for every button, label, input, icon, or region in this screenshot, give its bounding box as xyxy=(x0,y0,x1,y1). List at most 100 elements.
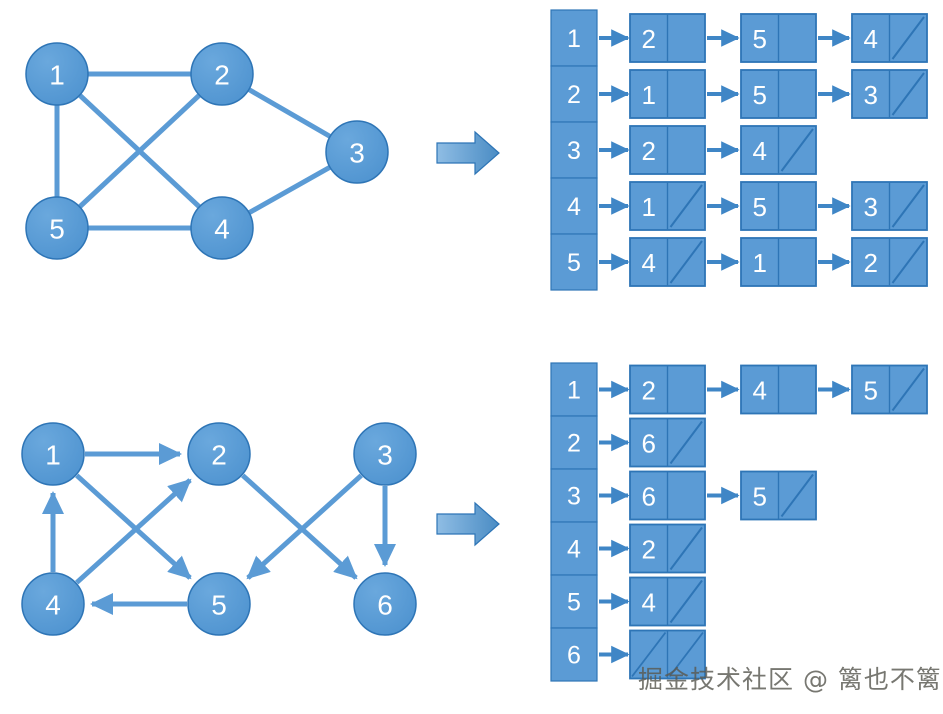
graph-node-6: 6 xyxy=(353,572,417,636)
null-slash-icon xyxy=(891,184,925,228)
list-node-value: 2 xyxy=(864,248,878,278)
conversion-arrow xyxy=(436,501,500,547)
node-label: 1 xyxy=(49,60,65,91)
list-node-1-1: 2 xyxy=(629,13,706,63)
index-cell-label: 5 xyxy=(567,589,581,617)
index-cell-box xyxy=(550,233,598,291)
list-node-value: 4 xyxy=(753,376,767,406)
index-cell-box xyxy=(550,627,598,682)
null-slash-icon xyxy=(891,240,925,284)
list-node-value: 2 xyxy=(642,24,656,54)
node-circle xyxy=(190,42,254,106)
node-circle xyxy=(187,572,251,636)
index-cell-box xyxy=(550,9,598,67)
list-node-6-1 xyxy=(629,629,706,680)
index-cell-5: 5 xyxy=(550,574,598,629)
node-label: 3 xyxy=(349,138,365,169)
null-slash-icon xyxy=(668,631,704,678)
conversion-arrows-layer xyxy=(436,130,500,547)
graph-node-2: 2 xyxy=(190,42,254,106)
graph-nodes-layer: 1 2 3 4 5 1 2 3 4 5 6 xyxy=(21,42,417,636)
list-node-value: 5 xyxy=(753,80,767,110)
list-node-value: 1 xyxy=(753,248,767,278)
list-node-value: 5 xyxy=(753,24,767,54)
graph-node-2: 2 xyxy=(187,422,251,486)
graph-edge-2-6 xyxy=(241,473,358,580)
graph-node-5: 5 xyxy=(187,572,251,636)
list-node-3-1: 6 xyxy=(629,470,706,521)
node-label: 5 xyxy=(49,214,65,245)
graph-node-1: 1 xyxy=(25,42,89,106)
graph-edge-2-3 xyxy=(248,87,331,139)
node-circle xyxy=(353,572,417,636)
list-node-1-3: 5 xyxy=(851,364,928,415)
graph-edge-2-5 xyxy=(78,93,201,209)
null-slash-icon xyxy=(669,579,703,624)
watermark-text: 掘金技术社区 @ 篱也不篱 xyxy=(638,665,942,694)
list-node-value: 2 xyxy=(642,376,656,406)
graph-edge-3-5 xyxy=(246,473,363,580)
graph-node-3: 3 xyxy=(325,120,389,184)
list-node-value: 5 xyxy=(864,376,878,406)
list-node-value: 2 xyxy=(642,136,656,166)
list-node-5-2: 1 xyxy=(740,237,817,287)
null-slash-icon xyxy=(780,473,814,518)
index-cell-label: 2 xyxy=(567,430,581,458)
graph-node-4: 4 xyxy=(190,196,254,260)
graph-edge-4-3 xyxy=(248,165,331,215)
index-cell-label: 4 xyxy=(567,193,581,221)
index-cell-1: 1 xyxy=(550,9,598,67)
list-node-4-1: 1 xyxy=(629,181,706,231)
node-label: 5 xyxy=(211,590,227,621)
list-node-value: 6 xyxy=(642,429,656,459)
index-cell-2: 2 xyxy=(550,415,598,470)
node-circle xyxy=(25,196,89,260)
node-label: 4 xyxy=(214,214,230,245)
list-node-2-1: 6 xyxy=(629,417,706,468)
list-node-2-1: 1 xyxy=(629,69,706,119)
node-label: 3 xyxy=(377,440,393,471)
list-node-1-2: 5 xyxy=(740,13,817,63)
null-slash-icon xyxy=(669,420,703,465)
list-node-value: 1 xyxy=(642,80,656,110)
list-node-3-1: 2 xyxy=(629,125,706,175)
node-circle xyxy=(21,572,85,636)
list-node-3-2: 4 xyxy=(740,125,817,175)
null-slash-icon xyxy=(891,16,925,60)
index-cell-box xyxy=(550,574,598,629)
node-circle xyxy=(25,42,89,106)
list-node-4-3: 3 xyxy=(851,181,928,231)
null-slash-icon xyxy=(669,526,703,571)
node-label: 4 xyxy=(45,590,61,621)
list-node-value: 5 xyxy=(753,482,767,512)
list-node-value: 6 xyxy=(642,482,656,512)
node-label: 2 xyxy=(214,60,230,91)
node-label: 2 xyxy=(211,440,227,471)
list-node-value: 4 xyxy=(642,248,656,278)
node-circle xyxy=(353,422,417,486)
index-cell-5: 5 xyxy=(550,233,598,291)
list-node-value: 4 xyxy=(642,588,656,618)
graph-node-1: 1 xyxy=(21,422,85,486)
list-node-1-3: 4 xyxy=(851,13,928,63)
node-circle xyxy=(21,422,85,486)
graph-node-3: 3 xyxy=(353,422,417,486)
list-node-5-3: 2 xyxy=(851,237,928,287)
index-cell-1: 1 xyxy=(550,362,598,417)
node-circle xyxy=(325,120,389,184)
list-node-value: 1 xyxy=(642,192,656,222)
list-node-5-1: 4 xyxy=(629,576,706,627)
list-node-value: 3 xyxy=(864,192,878,222)
index-cell-label: 4 xyxy=(567,536,581,564)
null-slash-icon xyxy=(669,184,703,228)
null-slash-icon xyxy=(669,240,703,284)
index-cell-3: 3 xyxy=(550,121,598,179)
index-cell-label: 6 xyxy=(567,642,581,670)
null-slash-icon xyxy=(631,631,667,678)
list-node-4-1: 2 xyxy=(629,523,706,574)
list-node-2-3: 3 xyxy=(851,69,928,119)
